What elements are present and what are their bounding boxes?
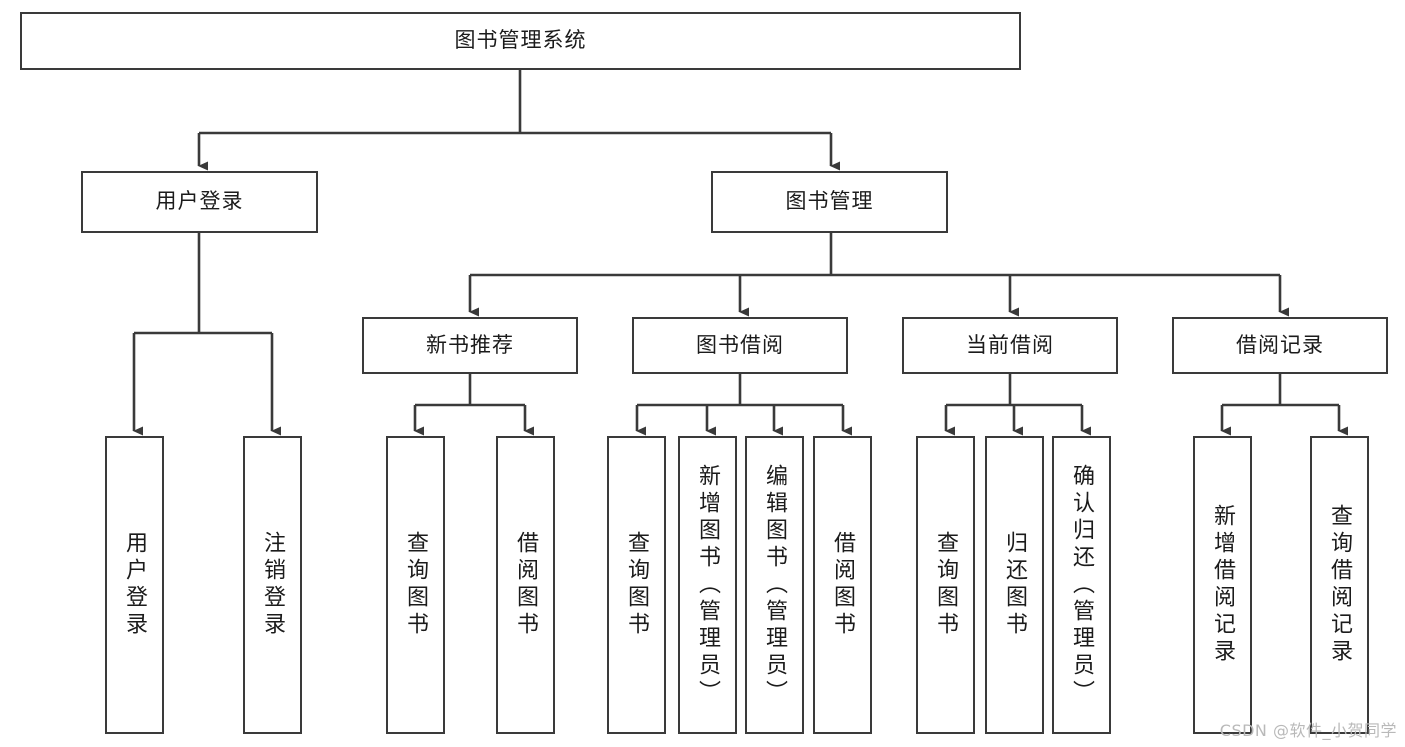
- node-current-borrow[interactable]: 当前借阅: [902, 317, 1118, 374]
- node-label: 借阅图书: [830, 531, 856, 639]
- leaf-node-confirm-return[interactable]: 确认归还（管理员）: [1052, 436, 1111, 734]
- node-label: 编辑图书（管理员）: [762, 463, 788, 707]
- node-label: 确认归还（管理员）: [1069, 463, 1095, 707]
- leaf-node-add-book[interactable]: 新增图书（管理员）: [678, 436, 737, 734]
- leaf-node-query-book-3[interactable]: 查询图书: [916, 436, 975, 734]
- node-label: 图书借阅: [696, 332, 784, 357]
- node-label: 查询图书: [624, 531, 650, 639]
- node-label: 新书推荐: [426, 332, 514, 357]
- leaf-node-query-book-1[interactable]: 查询图书: [386, 436, 445, 734]
- node-borrow-record[interactable]: 借阅记录: [1172, 317, 1388, 374]
- leaf-node-add-record[interactable]: 新增借阅记录: [1193, 436, 1252, 734]
- node-book-manage[interactable]: 图书管理: [711, 171, 948, 233]
- node-label: 查询借阅记录: [1327, 504, 1353, 666]
- node-label: 新增借阅记录: [1210, 504, 1236, 666]
- csdn-watermark: CSDN @软件_小贺同学: [1219, 721, 1397, 740]
- node-label: 借阅记录: [1236, 332, 1324, 357]
- node-book-borrow[interactable]: 图书借阅: [632, 317, 848, 374]
- leaf-node-query-book-2[interactable]: 查询图书: [607, 436, 666, 734]
- node-label: 用户登录: [155, 189, 244, 214]
- node-label: 新增图书（管理员）: [695, 463, 721, 707]
- leaf-node-user-login[interactable]: 用户登录: [105, 436, 164, 734]
- leaf-node-query-record[interactable]: 查询借阅记录: [1310, 436, 1369, 734]
- node-label: 注销登录: [260, 531, 286, 639]
- node-root-system[interactable]: 图书管理系统: [20, 12, 1021, 70]
- leaf-node-borrow-book-1[interactable]: 借阅图书: [496, 436, 555, 734]
- node-label: 借阅图书: [513, 531, 539, 639]
- node-user-login[interactable]: 用户登录: [81, 171, 318, 233]
- node-label: 图书管理系统: [454, 28, 587, 53]
- leaf-node-edit-book[interactable]: 编辑图书（管理员）: [745, 436, 804, 734]
- leaf-node-borrow-book-2[interactable]: 借阅图书: [813, 436, 872, 734]
- node-label: 图书管理: [785, 189, 874, 214]
- leaf-node-return-book[interactable]: 归还图书: [985, 436, 1044, 734]
- node-label: 查询图书: [933, 531, 959, 639]
- node-label: 归还图书: [1002, 531, 1028, 639]
- node-label: 当前借阅: [966, 332, 1054, 357]
- node-label: 用户登录: [122, 531, 148, 639]
- leaf-node-logout-login[interactable]: 注销登录: [243, 436, 302, 734]
- node-label: 查询图书: [403, 531, 429, 639]
- node-new-book-recommend[interactable]: 新书推荐: [362, 317, 578, 374]
